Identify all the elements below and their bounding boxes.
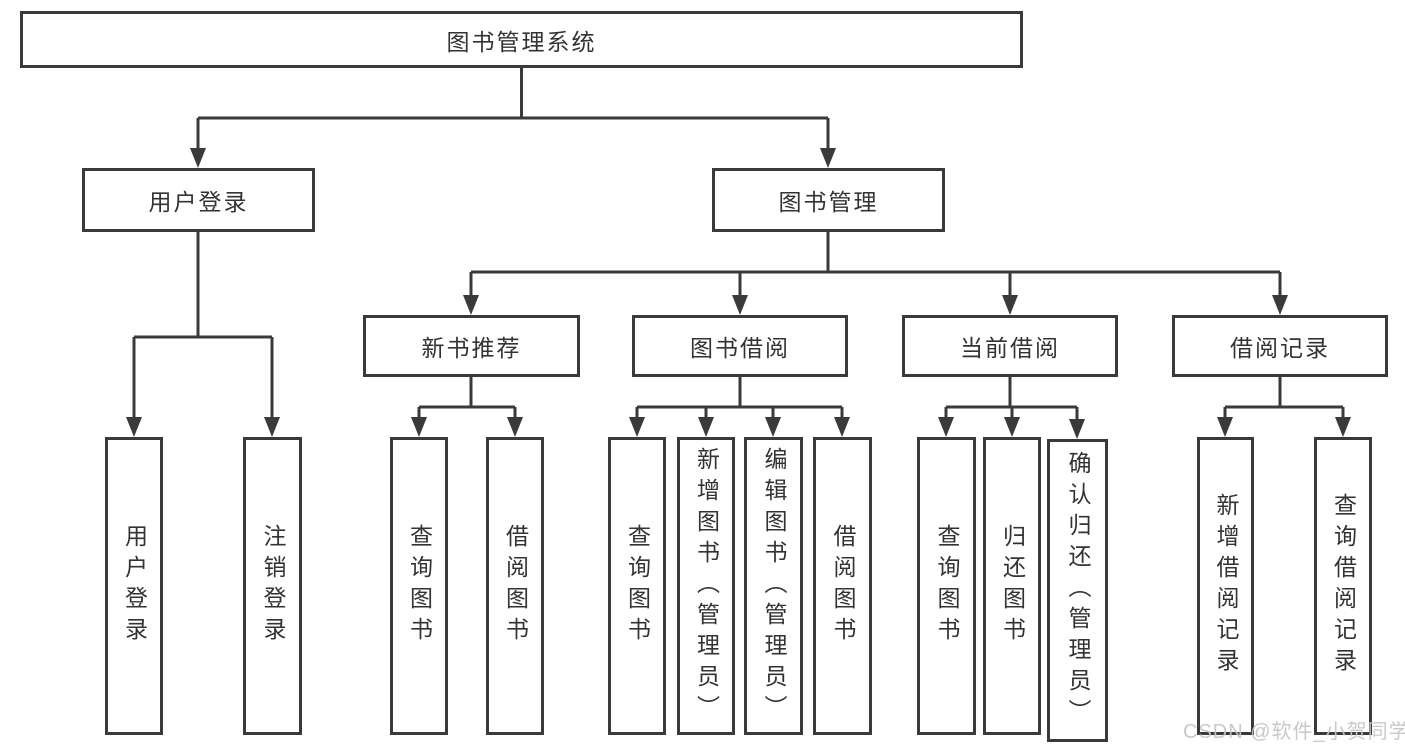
connector-current-borrowing-to-leaves — [938, 377, 1085, 439]
leaf-return-books: 归还图书 — [983, 437, 1041, 735]
node-book-management: 图书管理 — [712, 168, 945, 232]
node-label: 查询图书 — [934, 524, 960, 648]
arrowhead — [463, 295, 479, 315]
node-label: 新书推荐 — [421, 335, 522, 361]
connector-book-borrowing-to-leaves — [629, 377, 850, 437]
arrowhead — [1217, 417, 1233, 437]
arrowhead — [1004, 417, 1020, 437]
node-label: 当前借阅 — [960, 335, 1060, 361]
node-current-borrowing: 当前借阅 — [902, 315, 1118, 377]
node-user-login: 用户登录 — [82, 168, 315, 232]
node-label: 查询借阅记录 — [1330, 493, 1357, 679]
leaf-borrow-books-1: 借阅图书 — [486, 437, 544, 735]
arrowhead — [126, 417, 142, 437]
node-label: 查询图书 — [624, 524, 651, 648]
arrowhead — [938, 417, 954, 437]
node-root-library-management-system: 图书管理系统 — [20, 11, 1023, 68]
arrowhead — [1272, 295, 1288, 315]
node-label: 编辑图书（管理员） — [761, 446, 787, 726]
leaf-query-books-2: 查询图书 — [608, 437, 666, 735]
arrowhead — [820, 148, 836, 168]
node-label: 借阅图书 — [830, 524, 856, 648]
node-label: 图书管理系统 — [446, 28, 597, 55]
node-label: 图书管理 — [778, 189, 879, 215]
node-label: 归还图书 — [999, 524, 1026, 648]
connector-new-book-recommend-to-leaves — [411, 377, 523, 437]
node-label: 用户登录 — [121, 524, 148, 648]
node-new-book-recommend: 新书推荐 — [363, 315, 580, 377]
node-label: 新增图书（管理员） — [693, 446, 720, 726]
node-book-borrowing: 图书借阅 — [632, 315, 848, 377]
arrowhead — [507, 417, 523, 437]
arrowhead — [1002, 295, 1018, 315]
node-label: 新增借阅记录 — [1213, 493, 1239, 679]
node-label: 借阅图书 — [502, 524, 529, 648]
arrowhead — [732, 295, 748, 315]
arrowhead — [1335, 417, 1351, 437]
leaf-logout-login: 注销登录 — [243, 437, 302, 735]
csdn-watermark: CSDN @软件_小贺同学 — [1183, 721, 1405, 743]
leaf-add-borrow-record: 新增借阅记录 — [1197, 437, 1254, 735]
leaf-confirm-return-admin: 确认归还（管理员） — [1047, 439, 1108, 742]
node-label: 图书借阅 — [690, 335, 790, 361]
node-label: 用户登录 — [148, 189, 249, 215]
arrowhead — [190, 148, 206, 168]
node-label: 确认归还（管理员） — [1065, 451, 1091, 730]
node-label: 查询图书 — [406, 524, 433, 648]
leaf-query-books-3: 查询图书 — [917, 437, 976, 735]
arrowhead — [765, 417, 781, 437]
arrowhead — [629, 417, 645, 437]
leaf-user-login: 用户登录 — [105, 437, 163, 735]
arrowhead — [834, 417, 850, 437]
leaf-edit-books-admin: 编辑图书（管理员） — [744, 437, 803, 735]
leaf-query-books-1: 查询图书 — [390, 437, 448, 735]
leaf-add-books-admin: 新增图书（管理员） — [677, 437, 735, 735]
arrowhead — [1069, 419, 1085, 439]
arrowhead — [264, 417, 280, 437]
leaf-borrow-books-2: 借阅图书 — [813, 437, 872, 735]
connector-root-to-level2 — [190, 68, 836, 168]
node-label: 注销登录 — [260, 524, 286, 648]
leaf-query-borrow-record: 查询借阅记录 — [1314, 437, 1372, 735]
arrowhead — [411, 417, 427, 437]
node-label: 借阅记录 — [1230, 335, 1330, 361]
arrowhead — [698, 417, 714, 437]
connector-user-login-to-leaves — [126, 232, 280, 437]
connector-borrowing-records-to-leaves — [1217, 377, 1351, 437]
node-borrowing-records: 借阅记录 — [1172, 315, 1388, 377]
connector-book-management-to-level3 — [463, 232, 1288, 315]
